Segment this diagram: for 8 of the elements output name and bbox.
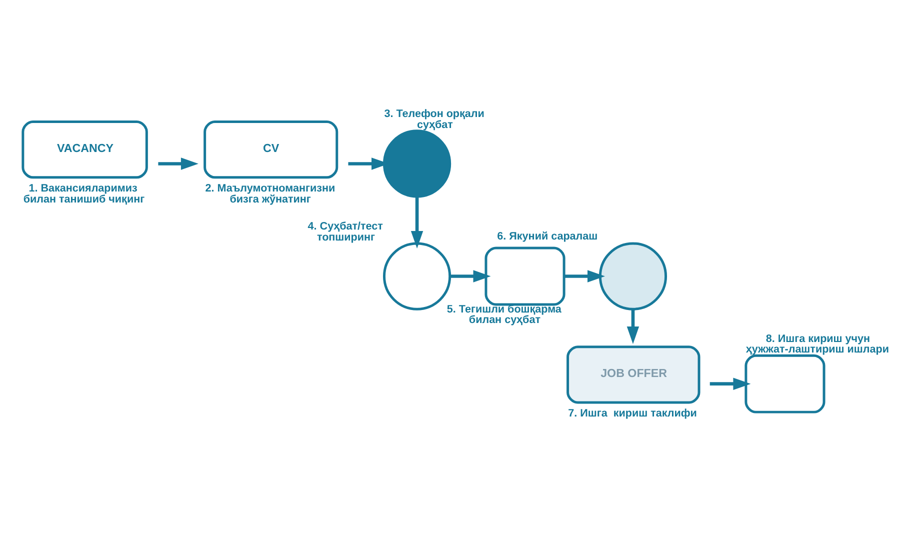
node-label: 5. Тегишли бошқарма билан суҳбат xyxy=(446,302,562,326)
node-label: 7. Ишга кириш таклифи xyxy=(568,407,697,420)
node-label: 8. Ишга кириш учун ҳужжат-лаштириш ишлари xyxy=(746,332,889,356)
node-label: 6. Якуний саралаш xyxy=(497,230,598,242)
node-label: 2. Маълумотномангизни бизга жўнатинг xyxy=(205,182,336,205)
node-label: 3. Телефон орқали суҳбат xyxy=(384,108,484,130)
node-label: 1. Вакансияларимиз билан танишиб чиқинг xyxy=(23,182,145,205)
node-label: 4. Суҳбат/тест топширинг xyxy=(308,220,383,243)
